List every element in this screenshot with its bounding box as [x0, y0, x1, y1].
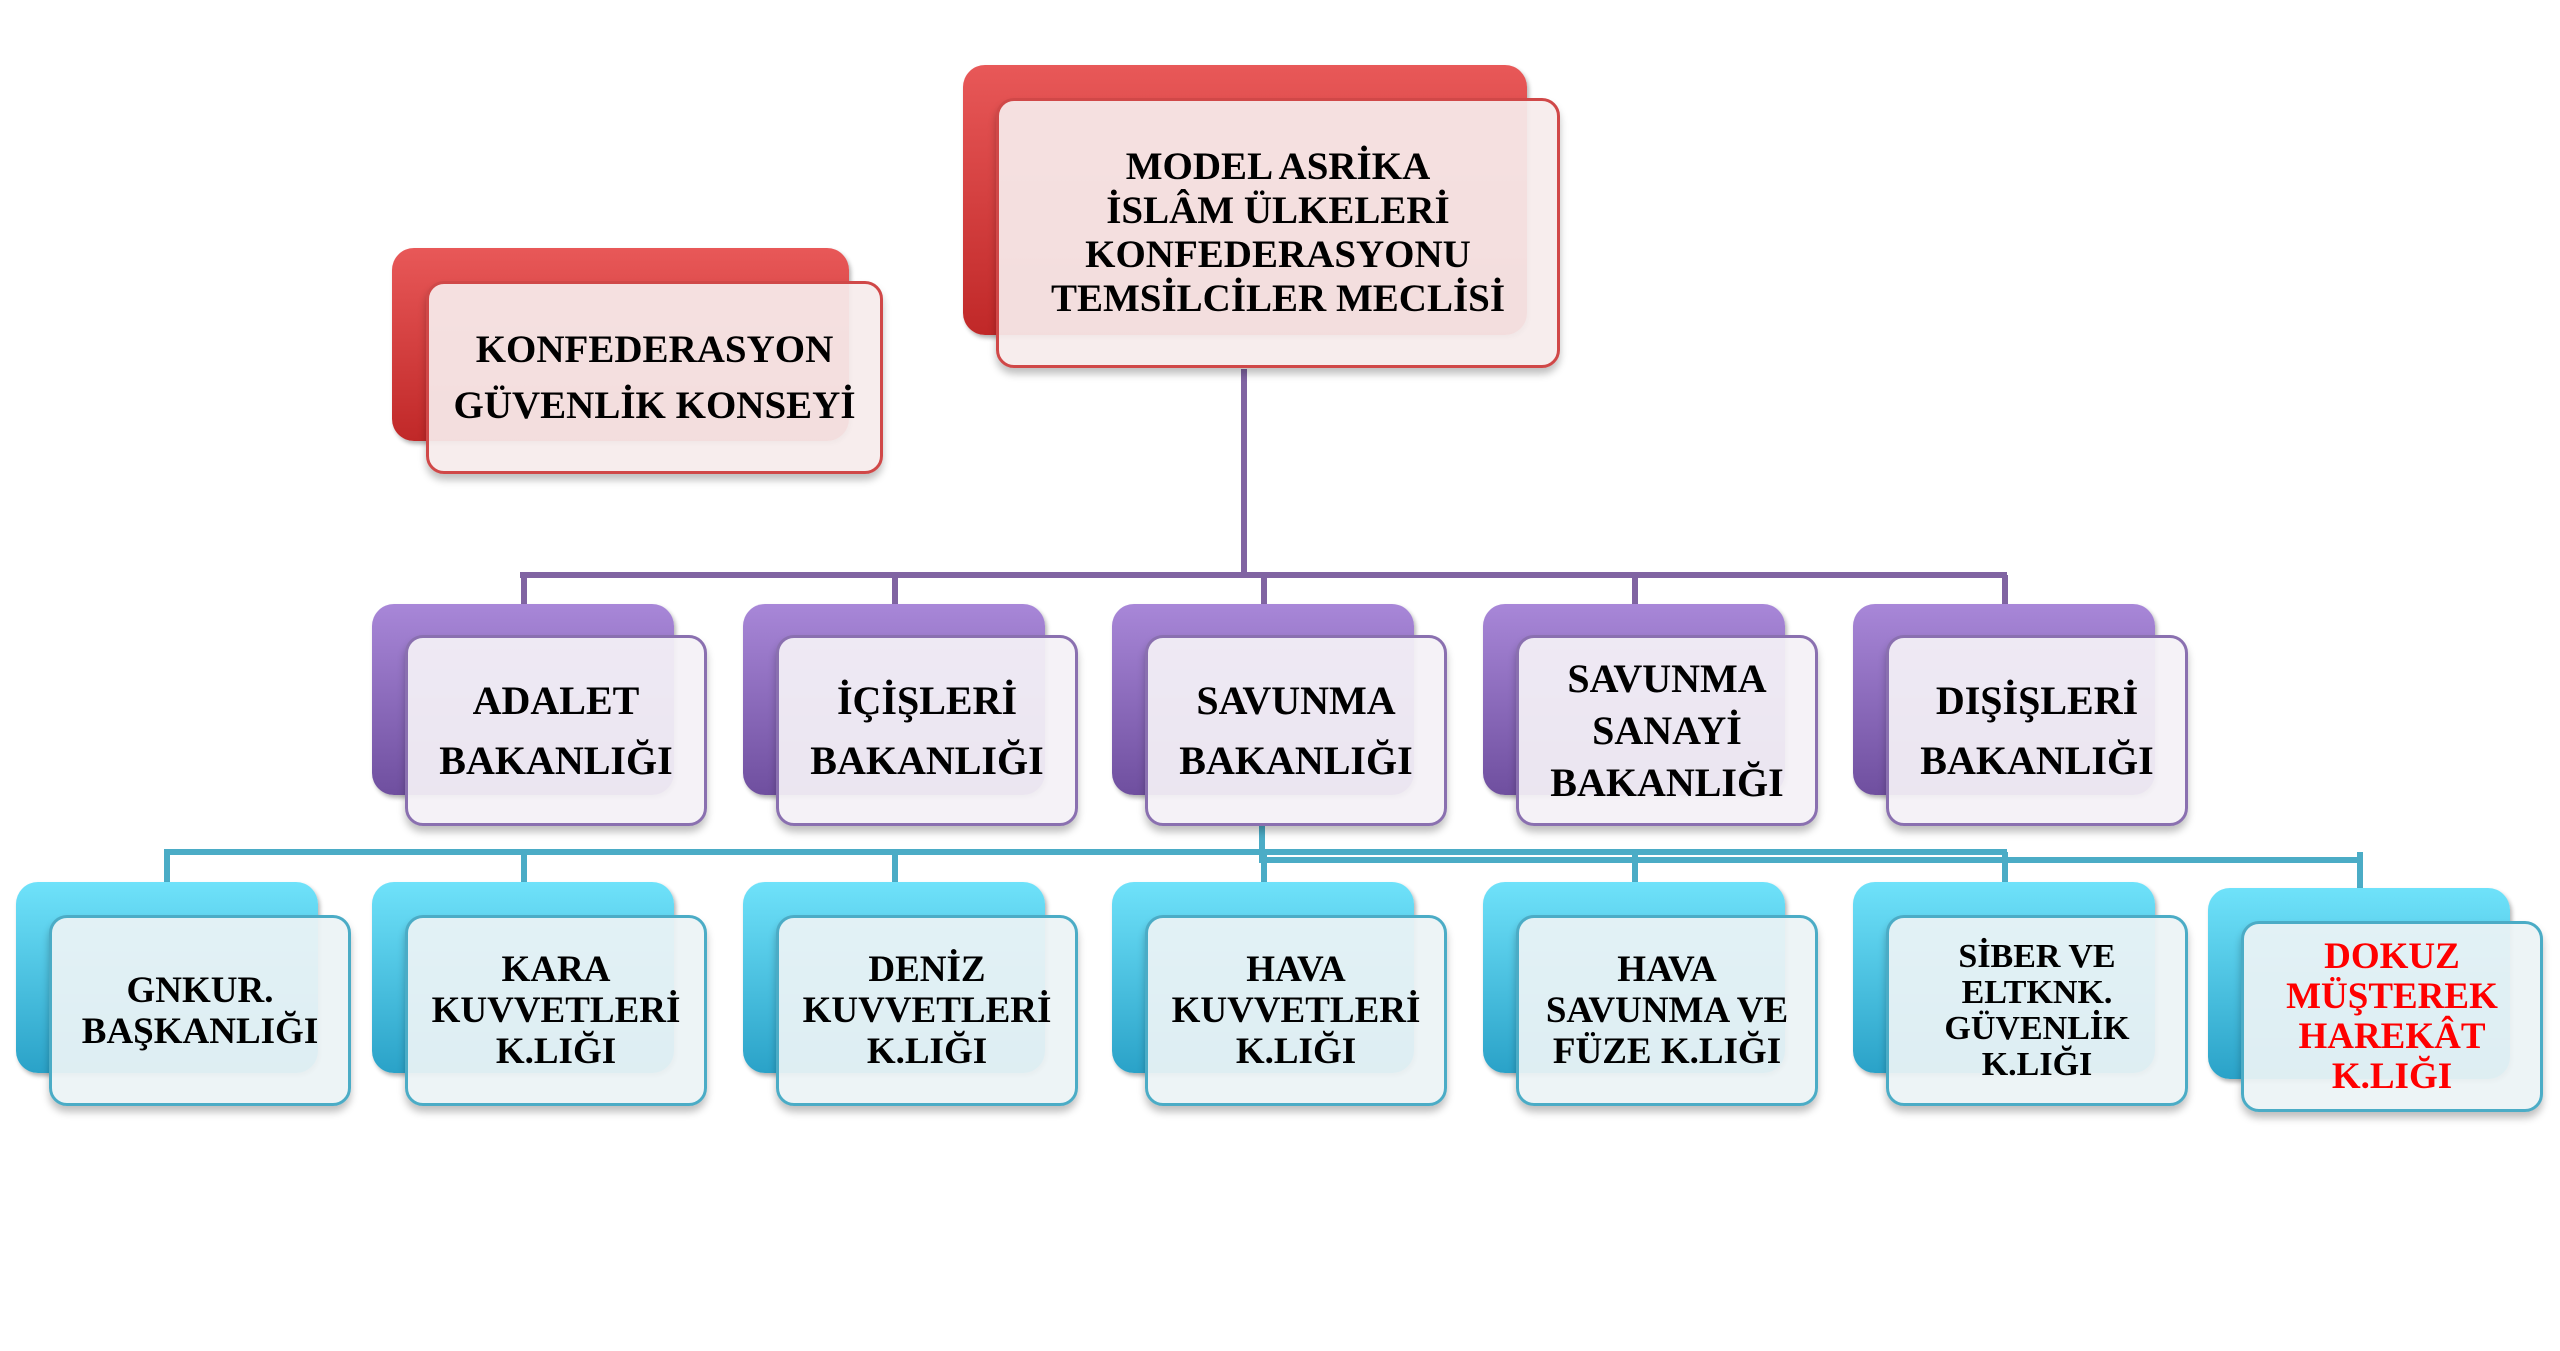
connector-command-drop	[164, 852, 170, 882]
ministry-node[interactable]: SAVUNMA SANAYİ BAKANLIĞI	[1516, 635, 1818, 826]
command-node-label: HAVA KUVVETLERİ K.LIĞI	[1171, 949, 1421, 1072]
command-node-label: SİBER VE ELTKNK. GÜVENLİK K.LIĞI	[1944, 937, 2130, 1083]
command-node-label: KARA KUVVETLERİ K.LIĞI	[431, 949, 681, 1072]
command-node-label: GNKUR. BAŞKANLIĞI	[81, 969, 319, 1052]
command-node[interactable]: DOKUZ MÜŞTEREK HAREKÂT K.LIĞI	[2241, 921, 2543, 1112]
representatives-assembly-node-label: MODEL ASRİKA İSLÂM ÜLKELERİ KONFEDERASYO…	[1050, 145, 1506, 320]
command-node[interactable]: SİBER VE ELTKNK. GÜVENLİK K.LIĞI	[1886, 915, 2188, 1106]
command-node-label: DENİZ KUVVETLERİ K.LIĞI	[802, 949, 1052, 1072]
ministry-node-label: SAVUNMA BAKANLIĞI	[1179, 677, 1413, 783]
representatives-assembly-node[interactable]: MODEL ASRİKA İSLÂM ÜLKELERİ KONFEDERASYO…	[996, 98, 1560, 368]
ministry-node-label: SAVUNMA SANAYİ BAKANLIĞI	[1550, 655, 1784, 805]
connector-command-horizontal-1	[164, 849, 2007, 855]
connector-top-vertical	[1241, 369, 1247, 578]
security-council-node[interactable]: KONFEDERASYON GÜVENLİK KONSEYİ	[426, 281, 883, 474]
connector-command-drop	[2002, 852, 2008, 882]
command-node[interactable]: HAVA SAVUNMA VE FÜZE K.LIĞI	[1516, 915, 1818, 1106]
connector-ministry-drop	[1261, 575, 1267, 606]
ministry-node-label: ADALET BAKANLIĞI	[439, 677, 673, 783]
ministry-node[interactable]: DIŞİŞLERİ BAKANLIĞI	[1886, 635, 2188, 826]
command-node[interactable]: KARA KUVVETLERİ K.LIĞI	[405, 915, 707, 1106]
command-node-label: DOKUZ MÜŞTEREK HAREKÂT K.LIĞI	[2286, 935, 2498, 1097]
ministry-node-label: DIŞİŞLERİ BAKANLIĞI	[1920, 677, 2154, 783]
ministry-node[interactable]: SAVUNMA BAKANLIĞI	[1145, 635, 1447, 826]
command-node[interactable]: DENİZ KUVVETLERİ K.LIĞI	[776, 915, 1078, 1106]
connector-ministry-drop	[2002, 575, 2008, 606]
connector-command-drop	[1261, 852, 1267, 882]
connector-ministry-drop	[1632, 575, 1638, 606]
command-node-label: HAVA SAVUNMA VE FÜZE K.LIĞI	[1545, 949, 1789, 1072]
connector-command-drop	[892, 852, 898, 882]
connector-command-drop	[2357, 852, 2363, 888]
connector-command-drop	[1632, 852, 1638, 882]
security-council-node-label: KONFEDERASYON GÜVENLİK KONSEYİ	[453, 327, 856, 427]
ministry-node[interactable]: ADALET BAKANLIĞI	[405, 635, 707, 826]
connector-command-vertical	[1259, 826, 1265, 862]
connector-ministry-drop	[892, 575, 898, 606]
ministry-node[interactable]: İÇİŞLERİ BAKANLIĞI	[776, 635, 1078, 826]
command-node[interactable]: GNKUR. BAŞKANLIĞI	[49, 915, 351, 1106]
command-node[interactable]: HAVA KUVVETLERİ K.LIĞI	[1145, 915, 1447, 1106]
connector-command-horizontal-2	[1259, 857, 2361, 863]
ministry-node-label: İÇİŞLERİ BAKANLIĞI	[810, 677, 1044, 783]
connector-command-drop	[521, 852, 527, 882]
connector-ministry-drop	[521, 575, 527, 606]
